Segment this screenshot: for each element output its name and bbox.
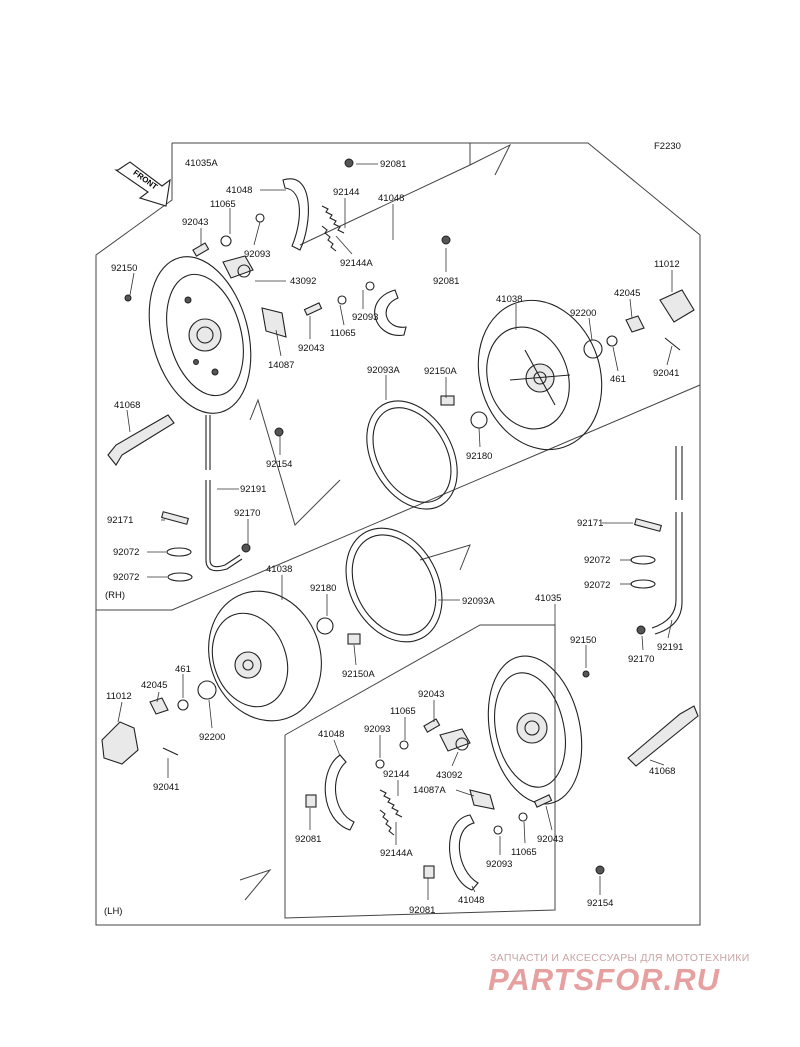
- part-label: 11065: [390, 706, 416, 717]
- part-label: 92170: [628, 654, 654, 665]
- part-label: 92043: [298, 343, 324, 354]
- part-label: 92093: [352, 312, 378, 323]
- part-label: 43092: [290, 276, 316, 287]
- labels-lh: 41038 92180 92093A 92150A 11012 42045 46…: [104, 518, 683, 917]
- part-label: 461: [610, 374, 626, 385]
- part-label: 92200: [199, 732, 225, 743]
- part-label: 92170: [234, 508, 260, 519]
- part-label: 41035: [535, 593, 561, 604]
- part-label: 41035A: [185, 158, 218, 169]
- part-label: 42045: [614, 288, 640, 299]
- part-label: 92180: [310, 583, 336, 594]
- part-label: 92093A: [462, 596, 495, 607]
- part-label: 92144: [333, 187, 359, 198]
- part-label: 92171: [107, 515, 133, 526]
- section-label-rh: (RH): [105, 590, 125, 601]
- part-label: 92144A: [340, 258, 373, 269]
- part-label: 92144A: [380, 848, 413, 859]
- part-label: 92072: [113, 572, 139, 583]
- part-label: 92072: [584, 555, 610, 566]
- part-label: 41038: [496, 294, 522, 305]
- figure-code: F2230: [654, 141, 681, 152]
- part-label: 92093A: [367, 365, 400, 376]
- part-label: 92191: [657, 642, 683, 653]
- part-label: 92154: [266, 459, 292, 470]
- part-label: 92093: [244, 249, 270, 260]
- part-label: 41048: [378, 193, 404, 204]
- part-label: 92081: [409, 905, 435, 916]
- part-label: 92144: [383, 769, 409, 780]
- part-label: 42045: [141, 680, 167, 691]
- part-label: 92043: [418, 689, 444, 700]
- part-label: 92154: [587, 898, 613, 909]
- part-label: 92093: [486, 859, 512, 870]
- part-label: 92081: [433, 276, 459, 287]
- part-label: 92150A: [424, 366, 457, 377]
- rh-parts: [107, 158, 695, 582]
- part-label: 11065: [511, 847, 537, 858]
- part-label: 41048: [458, 895, 484, 906]
- part-label: 41068: [114, 400, 140, 411]
- frame-lines: [95, 142, 701, 926]
- part-label: 11012: [106, 691, 132, 702]
- part-label: 92200: [570, 308, 596, 319]
- part-label: 92043: [537, 834, 563, 845]
- part-label: 92150A: [342, 669, 375, 680]
- part-label: 92043: [182, 217, 208, 228]
- part-label: 41068: [649, 766, 675, 777]
- part-label: 14087A: [413, 785, 446, 796]
- watermark-subtitle: ЗАПЧАСТИ И АКСЕССУАРЫ ДЛЯ МОТОТЕХНИКИ: [490, 952, 750, 964]
- part-label: 92081: [380, 159, 406, 170]
- leader-lines: [117, 163, 673, 900]
- part-label: 92150: [111, 263, 137, 274]
- part-label: 92150: [570, 635, 596, 646]
- part-label: 92093: [364, 724, 390, 735]
- part-label: 92072: [113, 547, 139, 558]
- part-label: 92191: [240, 484, 266, 495]
- part-label: 11065: [330, 328, 356, 339]
- part-label: 92081: [295, 834, 321, 845]
- part-label: 41038: [266, 564, 292, 575]
- part-label: 92041: [653, 368, 679, 379]
- lh-parts: [101, 446, 699, 891]
- part-label: 11065: [210, 199, 236, 210]
- front-arrow-icon: FRONT: [114, 161, 171, 207]
- part-label: 41048: [226, 185, 252, 196]
- part-label: 92171: [577, 518, 603, 529]
- part-label: 92072: [584, 580, 610, 591]
- labels-rh: 41035A 92081 41048 92144 41048 11065 920…: [105, 158, 680, 601]
- part-label: 92041: [153, 782, 179, 793]
- part-label: 43092: [436, 770, 462, 781]
- section-label-lh: (LH): [104, 906, 122, 917]
- part-label: 461: [175, 664, 191, 675]
- part-label: 11012: [654, 259, 680, 270]
- part-label: 14087: [268, 360, 294, 371]
- watermark-logo: PARTSFOR.RU: [488, 962, 721, 997]
- part-label: 92180: [466, 451, 492, 462]
- part-label: 41048: [318, 729, 344, 740]
